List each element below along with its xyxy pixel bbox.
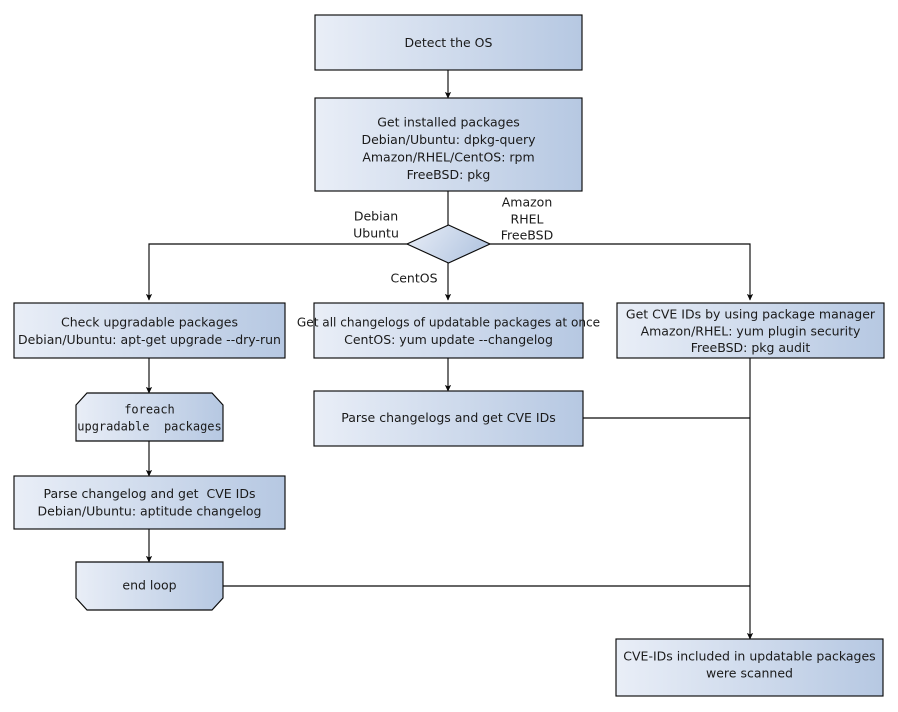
node-get-installed-packages-line-2: Amazon/RHEL/CentOS: rpm [362,150,534,165]
svg-text:RHEL: RHEL [511,212,544,227]
node-foreach-line-0: foreach [124,403,175,417]
node-parse-changelogs-cve-ids[interactable]: Parse changelogs and get CVE IDs [313,390,584,447]
node-parse-changelog-line-1: Debian/Ubuntu: aptitude changelog [38,504,262,519]
svg-text:Ubuntu: Ubuntu [353,226,399,241]
node-get-all-changelogs-line-0: Get all changelogs of updatable packages… [297,316,600,330]
node-get-cve-ids-line-2: FreeBSD: pkg audit [691,340,811,355]
svg-text:Debian: Debian [354,209,398,224]
node-end-loop-label: end loop [122,578,176,593]
node-get-installed-packages-line-0: Get installed packages [377,115,520,130]
node-get-installed-packages-line-1: Debian/Ubuntu: dpkg-query [361,132,536,147]
node-parse-changelog-line-0: Parse changelog and get CVE IDs [44,486,256,501]
node-check-upgradable-packages[interactable]: Check upgradable packages Debian/Ubuntu:… [13,302,286,359]
node-get-installed-packages[interactable]: Get installed packages Debian/Ubuntu: dp… [314,97,583,192]
svg-text:CentOS: CentOS [390,271,437,286]
edge-label-debian-ubuntu: Debian Ubuntu [353,209,399,241]
node-check-upgradable-line-1: Debian/Ubuntu: apt-get upgrade --dry-run [18,332,281,347]
node-os-decision[interactable] [405,224,492,264]
node-scan-result-line-0: CVE-IDs included in updatable packages [623,649,875,664]
edge-label-amazon-rhel-freebsd: Amazon RHEL FreeBSD [501,195,553,243]
node-get-all-changelogs-line-1: CentOS: yum update --changelog [344,332,553,347]
node-foreach-line-1: upgradable packages [77,420,222,434]
node-parse-changelogs-line-0: Parse changelogs and get CVE IDs [341,410,555,425]
node-scan-result-line-1: were scanned [706,666,793,681]
node-foreach-loop-start[interactable]: foreach upgradable packages [75,392,224,442]
node-check-upgradable-line-0: Check upgradable packages [61,315,238,330]
node-get-cve-ids-line-1: Amazon/RHEL: yum plugin security [641,324,861,339]
svg-text:FreeBSD: FreeBSD [501,228,553,243]
node-detect-os-line-0: Detect the OS [405,35,493,50]
node-end-loop[interactable]: end loop [75,561,224,611]
edge-label-centos: CentOS [390,271,437,286]
node-get-cve-ids-package-manager[interactable]: Get CVE IDs by using package manager Ama… [616,302,885,359]
edge-decision-to-get-cve-ids [489,243,754,301]
node-get-installed-packages-line-3: FreeBSD: pkg [407,167,491,182]
node-parse-changelog-cve-ids[interactable]: Parse changelog and get CVE IDs Debian/U… [13,475,286,530]
node-get-all-changelogs[interactable]: Get all changelogs of updatable packages… [297,302,600,359]
edge-decision-to-check-upgradable [145,243,409,301]
svg-text:Amazon: Amazon [502,195,553,210]
node-scan-result[interactable]: CVE-IDs included in updatable packages w… [615,638,884,697]
node-detect-os[interactable]: Detect the OS [314,14,583,71]
node-get-cve-ids-line-0: Get CVE IDs by using package manager [626,307,876,322]
